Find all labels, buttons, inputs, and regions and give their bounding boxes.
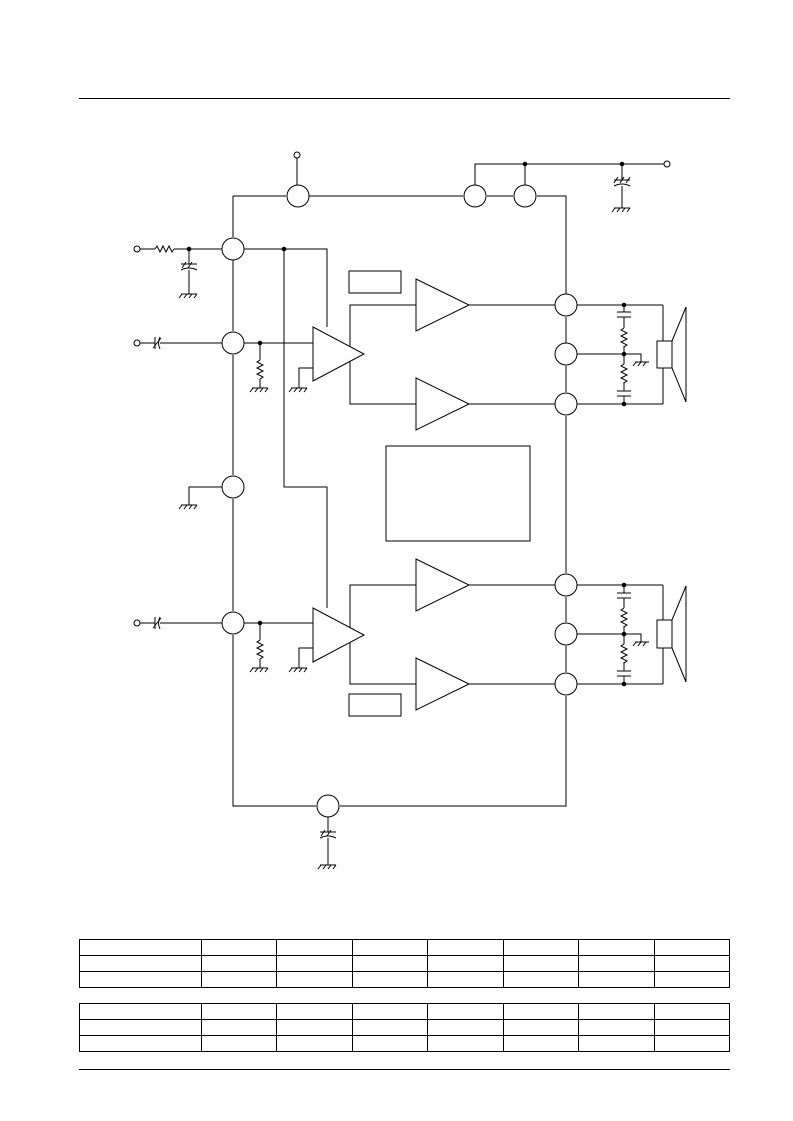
table-cell	[427, 1019, 504, 1036]
speaker-icon	[656, 585, 687, 684]
table-cell	[427, 971, 504, 988]
speaker-icon	[656, 305, 687, 404]
table-cell	[351, 1019, 429, 1036]
table-cell	[351, 971, 429, 988]
table-cell	[653, 1003, 731, 1020]
table-cell	[653, 1019, 731, 1036]
table-cell	[276, 971, 353, 988]
table-cell	[200, 1035, 278, 1052]
table-cell	[653, 939, 731, 956]
table-cell	[502, 1003, 580, 1020]
table-cell	[79, 1035, 202, 1052]
pin-circle	[463, 184, 487, 208]
table-cell	[427, 1003, 504, 1020]
table-cell	[578, 1035, 655, 1052]
pin-circle	[221, 331, 245, 355]
pin-circles	[221, 184, 578, 818]
pin-circle	[221, 611, 245, 635]
table-cell	[351, 955, 429, 972]
table-cell	[200, 1003, 278, 1020]
pin-circle	[221, 237, 245, 261]
table-cell	[200, 955, 278, 972]
table-cell	[578, 1019, 655, 1036]
header-rule	[79, 98, 730, 99]
table-cell	[578, 1003, 655, 1020]
table-cell	[351, 1003, 429, 1020]
table-cell	[79, 971, 202, 988]
table-cell	[351, 1035, 429, 1052]
spec-table-1	[79, 939, 731, 988]
outline-wires	[232, 195, 567, 807]
pin-circle	[554, 392, 578, 416]
table-cell	[502, 1019, 580, 1036]
table-cell	[79, 1003, 202, 1020]
junction-dots	[186, 161, 627, 687]
input-coupling-cap-ch2	[140, 616, 269, 673]
label-box	[348, 270, 402, 294]
output-network-ch1	[577, 304, 663, 405]
table-row	[79, 939, 731, 956]
footer-rule	[79, 1069, 730, 1070]
label-box	[348, 693, 402, 717]
table-cell	[502, 1035, 580, 1052]
table-row	[79, 1003, 731, 1020]
table-cell	[427, 939, 504, 956]
ground-pin	[178, 486, 222, 510]
table-cell	[427, 1035, 504, 1052]
table-cell	[578, 939, 655, 956]
input-coupling-cap-ch1	[140, 336, 269, 393]
pin-circle	[554, 573, 578, 597]
table-cell	[502, 971, 580, 988]
preamp-ch1	[244, 248, 416, 608]
table-cell	[276, 939, 353, 956]
pin-circle	[316, 794, 340, 818]
table-cell	[276, 1003, 353, 1020]
table-cell	[200, 1019, 278, 1036]
pin-circle	[286, 184, 310, 208]
power-amp-triangles	[415, 278, 555, 711]
pin-circle	[554, 672, 578, 696]
table-cell	[578, 971, 655, 988]
table-row	[79, 1035, 731, 1052]
table-cell	[653, 971, 731, 988]
table-cell	[502, 955, 580, 972]
input-resistor-network	[140, 244, 222, 299]
pin-circle	[554, 342, 578, 366]
terminals	[133, 151, 671, 627]
table-row	[79, 1019, 731, 1036]
table-cell	[79, 1019, 202, 1036]
table-cell	[276, 1035, 353, 1052]
pin-circle	[554, 293, 578, 317]
table-cell	[200, 971, 278, 988]
bottom-capacitor	[317, 817, 337, 870]
table-cell	[351, 939, 429, 956]
table-cell	[200, 939, 278, 956]
table-cell	[653, 1035, 731, 1052]
table-cell	[578, 955, 655, 972]
table-cell	[427, 955, 504, 972]
table-row	[79, 971, 731, 988]
table-cell	[276, 955, 353, 972]
spec-table-2	[79, 1003, 731, 1052]
table-cell	[79, 939, 202, 956]
table-cell	[79, 955, 202, 972]
pin-circle	[554, 622, 578, 646]
table-cell	[276, 1019, 353, 1036]
control-block	[385, 445, 531, 542]
preamp-ch2	[244, 584, 416, 685]
output-network-ch2	[577, 584, 663, 685]
table-cell	[502, 939, 580, 956]
pin-circle	[221, 475, 245, 499]
pin-circle	[513, 184, 537, 208]
table-row	[79, 955, 731, 972]
table-cell	[653, 955, 731, 972]
supply-capacitor	[611, 164, 631, 213]
